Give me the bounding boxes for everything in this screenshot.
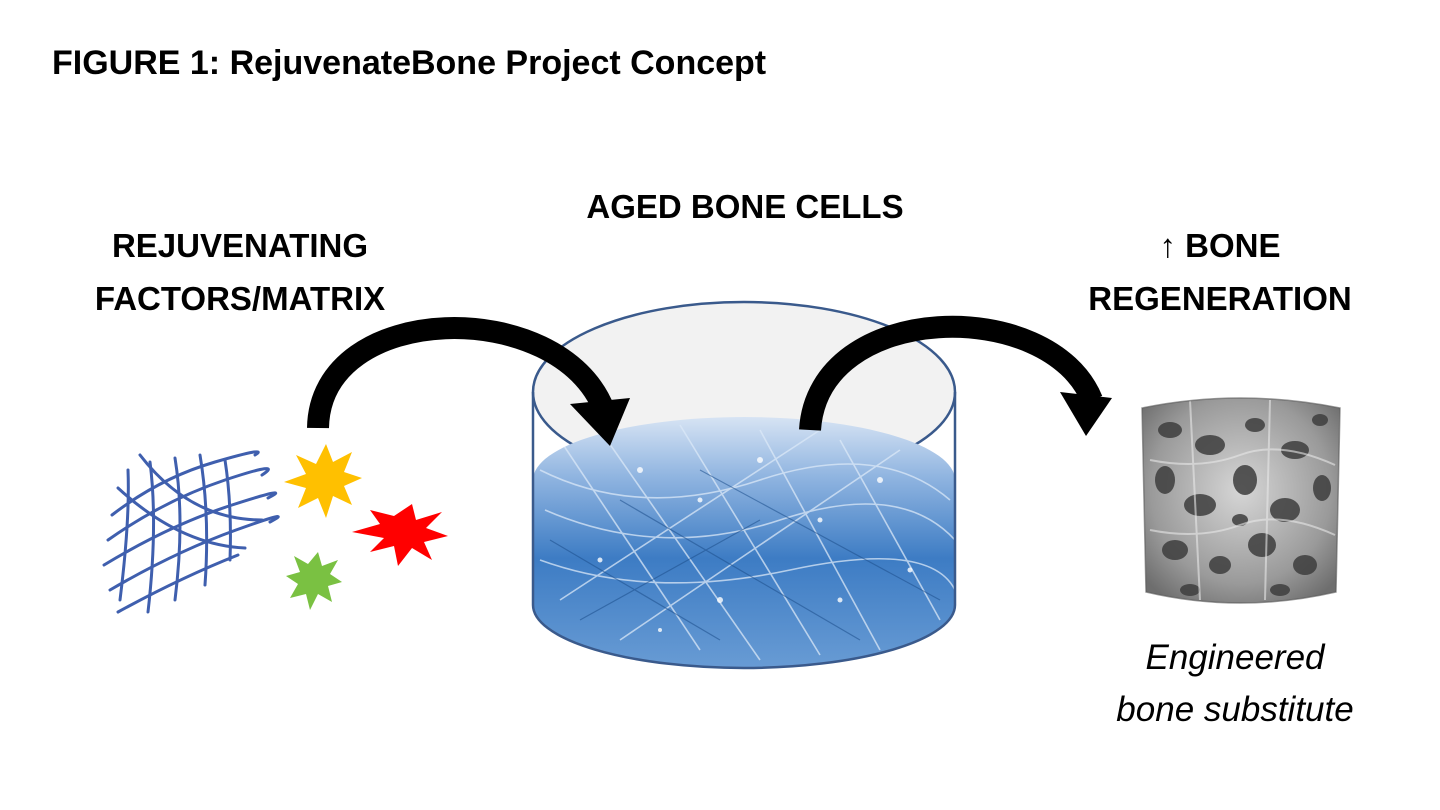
label-line: FACTORS/MATRIX	[94, 280, 386, 317]
cell-culture	[533, 417, 955, 668]
label-line: REGENERATION	[1088, 280, 1352, 317]
engineered-bone-caption: Engineered bone substitute	[1070, 632, 1400, 736]
fiber-mesh-icon	[102, 450, 280, 614]
label-line: ↑ BONE	[1159, 227, 1281, 264]
label-line: REJUVENATING	[111, 227, 369, 264]
green-factor	[286, 552, 342, 610]
petri-dish-icon	[531, 300, 957, 670]
arrow-to-bone	[799, 315, 1112, 436]
starburst-icon	[284, 444, 448, 610]
bone-regeneration-label: ↑ BONE REGENERATION	[1040, 219, 1400, 325]
rejuvenating-factors-label: REJUVENATING FACTORS/MATRIX	[60, 219, 420, 325]
dish-bottom	[531, 604, 957, 670]
arrow-to-dish	[307, 317, 630, 446]
caption-line: bone substitute	[1116, 690, 1354, 729]
red-factor	[352, 504, 448, 566]
figure-title: FIGURE 1: RejuvenateBone Project Concept	[52, 44, 767, 82]
aged-bone-cells-label: AGED BONE CELLS	[540, 180, 950, 233]
caption-line: Engineered	[1145, 638, 1325, 677]
yellow-factor	[284, 444, 362, 518]
label-line: AGED BONE CELLS	[586, 188, 904, 225]
bone-scaffold-icon	[1141, 397, 1341, 604]
